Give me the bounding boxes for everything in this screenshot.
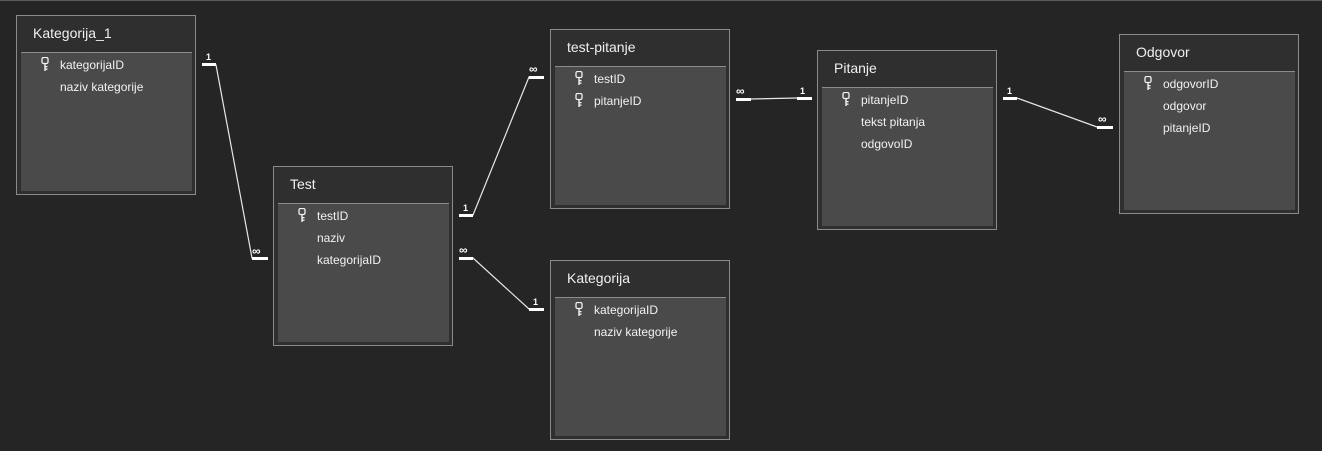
table-title[interactable]: Pitanje [834,60,877,76]
field-name: naziv kategorije [594,325,678,339]
cardinality-one: 1 [463,203,469,213]
relationship-endpoint [252,257,268,260]
field-name: odgovor [1163,99,1207,113]
field-name: kategorijaID [60,58,125,72]
relationship-endpoint [202,63,216,66]
relationship-endpoint [459,214,473,217]
table-title[interactable]: Test [290,176,316,192]
relationship-endpoint [1003,97,1017,100]
relationship-endpoint [529,76,544,79]
relationship-endpoint [529,308,544,311]
relationship-endpoint [797,97,812,100]
field-row[interactable]: odgovorID [1124,73,1295,95]
relationship-endpoint [736,98,751,101]
field-name: tekst pitanja [861,115,926,129]
field-name: pitanjeID [1163,121,1211,135]
field-list: odgovorID odgovor pitanjeID [1124,71,1295,210]
cardinality-many: ∞ [736,84,745,98]
table-test[interactable]: Test testID naziv kategorijaID [273,166,453,346]
table-odgovor[interactable]: Odgovor odgovorID odgovor pitanjeID [1119,34,1299,214]
field-name: kategorijaID [594,303,659,317]
field-name: odgovoID [861,137,913,151]
field-row[interactable]: pitanjeID [555,90,726,112]
primary-key-icon [575,302,583,316]
field-row[interactable]: pitanjeID [822,89,993,111]
cardinality-many: ∞ [459,243,468,257]
relationship-line-pitanje-odgovor[interactable] [1003,97,1113,128]
field-name: kategorijaID [317,253,382,267]
field-list: kategorijaID naziv kategorije [21,52,192,191]
field-row[interactable]: tekst pitanja [822,111,993,133]
relationship-line-kategorija1-test[interactable] [202,64,268,259]
window-top-border [0,0,1322,1]
field-name: naziv [317,231,346,245]
field-name: testID [594,72,626,86]
relationship-line-test-kategorija[interactable] [459,257,544,310]
relationship-endpoint [459,257,473,260]
primary-key-icon [842,92,850,106]
cardinality-one: 1 [533,297,539,307]
relationship-endpoint [1097,126,1113,129]
field-list: testID pitanjeID [555,66,726,205]
field-name: pitanjeID [594,94,642,108]
field-row[interactable]: naziv kategorije [21,76,192,98]
cardinality-many: ∞ [1098,112,1107,126]
table-title[interactable]: Odgovor [1136,44,1190,60]
field-list: kategorijaID naziv kategorije [555,297,726,436]
field-list: testID naziv kategorijaID [278,203,449,342]
field-name: naziv kategorije [60,80,144,94]
field-row[interactable]: kategorijaID [555,299,726,321]
field-row[interactable]: kategorijaID [278,249,449,271]
field-row[interactable]: naziv kategorije [555,321,726,343]
primary-key-icon [575,93,583,107]
field-row[interactable]: odgovor [1124,95,1295,117]
field-row[interactable]: pitanjeID [1124,117,1295,139]
table-title[interactable]: Kategorija [567,270,631,286]
cardinality-many: ∞ [252,244,261,258]
field-row[interactable]: kategorijaID [21,54,192,76]
primary-key-icon [575,71,583,85]
table-title[interactable]: test-pitanje [567,39,636,55]
field-row[interactable]: naziv [278,227,449,249]
table-kategorija[interactable]: Kategorija kategorijaID naziv kategorije [550,260,730,440]
field-name: testID [317,209,349,223]
primary-key-icon [298,208,306,222]
cardinality-one: 1 [1007,86,1013,96]
cardinality-one: 1 [800,86,806,96]
field-row[interactable]: testID [555,68,726,90]
field-row[interactable]: odgovoID [822,133,993,155]
field-name: odgovorID [1163,77,1219,91]
primary-key-icon [1144,76,1152,90]
cardinality-one: 1 [206,52,212,62]
field-name: pitanjeID [861,93,909,107]
table-pitanje[interactable]: Pitanje pitanjeID tekst pitanja odgovoID [817,50,997,230]
primary-key-icon [41,57,49,71]
cardinality-many: ∞ [529,62,538,76]
field-row[interactable]: testID [278,205,449,227]
table-title[interactable]: Kategorija_1 [33,25,112,41]
table-test-pitanje[interactable]: test-pitanje testID pitanjeID [550,29,730,209]
relationship-line-test-testpitanje[interactable] [459,76,544,216]
table-kategorija-1[interactable]: Kategorija_1 kategorijaID naziv kategori… [16,15,196,195]
field-list: pitanjeID tekst pitanja odgovoID [822,87,993,226]
